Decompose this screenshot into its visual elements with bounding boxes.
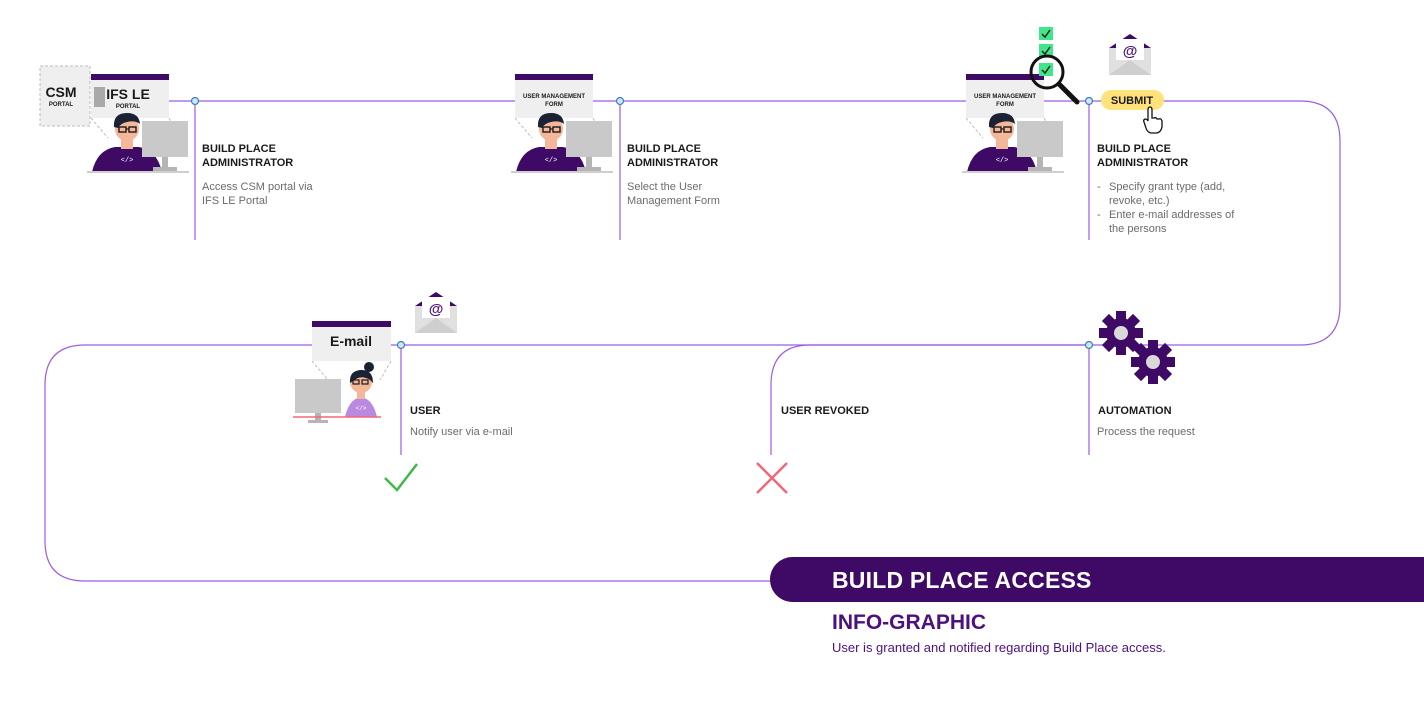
step1-title: BUILD PLACE ADMINISTRATOR [202, 142, 293, 170]
envelope-icon [1109, 34, 1151, 75]
cursor-hand-icon [1143, 106, 1163, 134]
step5-title: USER REVOKED [781, 405, 870, 417]
admin-avatar: </> [86, 112, 190, 173]
user-avatar: </> [293, 362, 381, 423]
svg-text:FORM: FORM [996, 102, 1014, 108]
step3-bullet-list: Specify grant type (add, revoke, etc.) E… [1097, 180, 1247, 236]
user-management-form-screen: USER MANAGEMENT FORM [965, 74, 1056, 139]
step1-title-line1: BUILD PLACE [202, 143, 276, 155]
step4-desc: Process the request [1097, 426, 1195, 438]
banner-title: BUILD PLACE ACCESS [832, 567, 1092, 593]
step3-title-line1: BUILD PLACE [1097, 143, 1171, 155]
svg-text:IFS LE: IFS LE [106, 86, 150, 102]
checklist-icon [1039, 27, 1053, 76]
csm-portal-screen: CSM PORTAL [39, 65, 91, 127]
granted-check-icon [384, 463, 418, 492]
step1-desc-line2: IFS LE Portal [202, 195, 268, 207]
step1-desc-line1: Access CSM portal via [202, 181, 313, 193]
node-dot [396, 340, 406, 350]
step1-title-line2: ADMINISTRATOR [202, 157, 294, 169]
step1-desc: Access CSM portal via IFS LE Portal [202, 180, 313, 208]
step2-title-line2: ADMINISTRATOR [627, 157, 719, 169]
step3-bullet: Enter e-mail addresses of the persons [1097, 208, 1247, 236]
svg-text:SUBMIT: SUBMIT [1111, 95, 1153, 107]
step2-title-line1: BUILD PLACE [627, 143, 701, 155]
banner-subtitle: INFO-GRAPHIC [832, 611, 986, 634]
ifs-le-portal-screen: IFS LE PORTAL [90, 74, 181, 139]
magnifier-icon [1029, 54, 1080, 105]
node-dot [615, 96, 625, 106]
svg-text:</>: </> [121, 157, 134, 165]
svg-text:</>: </> [545, 157, 558, 165]
banner-caption: User is granted and notified regarding B… [832, 640, 1166, 655]
svg-text:USER MANAGEMENT: USER MANAGEMENT [974, 94, 1036, 100]
step3-title-line2: ADMINISTRATOR [1097, 157, 1189, 169]
step6-title: USER [410, 405, 441, 417]
svg-text:USER MANAGEMENT: USER MANAGEMENT [523, 94, 585, 100]
svg-text:PORTAL: PORTAL [49, 102, 74, 108]
envelope-icon [415, 292, 457, 333]
step3-bullet: Specify grant type (add, revoke, etc.) [1097, 180, 1247, 208]
svg-text:CSM: CSM [45, 84, 76, 100]
svg-text:</>: </> [356, 405, 367, 412]
revoked-cross-icon [756, 462, 788, 494]
step6-desc: Notify user via e-mail [410, 426, 513, 438]
step2-title: BUILD PLACE ADMINISTRATOR [627, 142, 718, 170]
step4-title: AUTOMATION [1098, 405, 1172, 417]
gear-icon [1131, 340, 1175, 384]
email-screen: E-mail [311, 321, 392, 381]
step3-title: BUILD PLACE ADMINISTRATOR [1097, 142, 1188, 170]
step3-desc: Specify grant type (add, revoke, etc.) E… [1097, 180, 1247, 236]
step2-desc-line1: Select the User [627, 181, 703, 193]
svg-text:PORTAL: PORTAL [116, 104, 141, 110]
flow-path [44, 100, 1341, 582]
svg-text:FORM: FORM [545, 102, 563, 108]
node-dot [1084, 340, 1094, 350]
step2-desc: Select the User Management Form [627, 180, 720, 208]
revoked-branch [770, 344, 1089, 455]
admin-avatar: </> [510, 112, 614, 173]
submit-button[interactable]: SUBMIT [1101, 90, 1164, 110]
node-dot [1084, 96, 1094, 106]
step2-desc-line2: Management Form [627, 195, 720, 207]
node-dot [190, 96, 200, 106]
admin-avatar: </> [961, 112, 1065, 173]
svg-text:</>: </> [996, 157, 1009, 165]
title-banner: BUILD PLACE ACCESS [770, 557, 1424, 602]
svg-text:E-mail: E-mail [330, 333, 372, 349]
